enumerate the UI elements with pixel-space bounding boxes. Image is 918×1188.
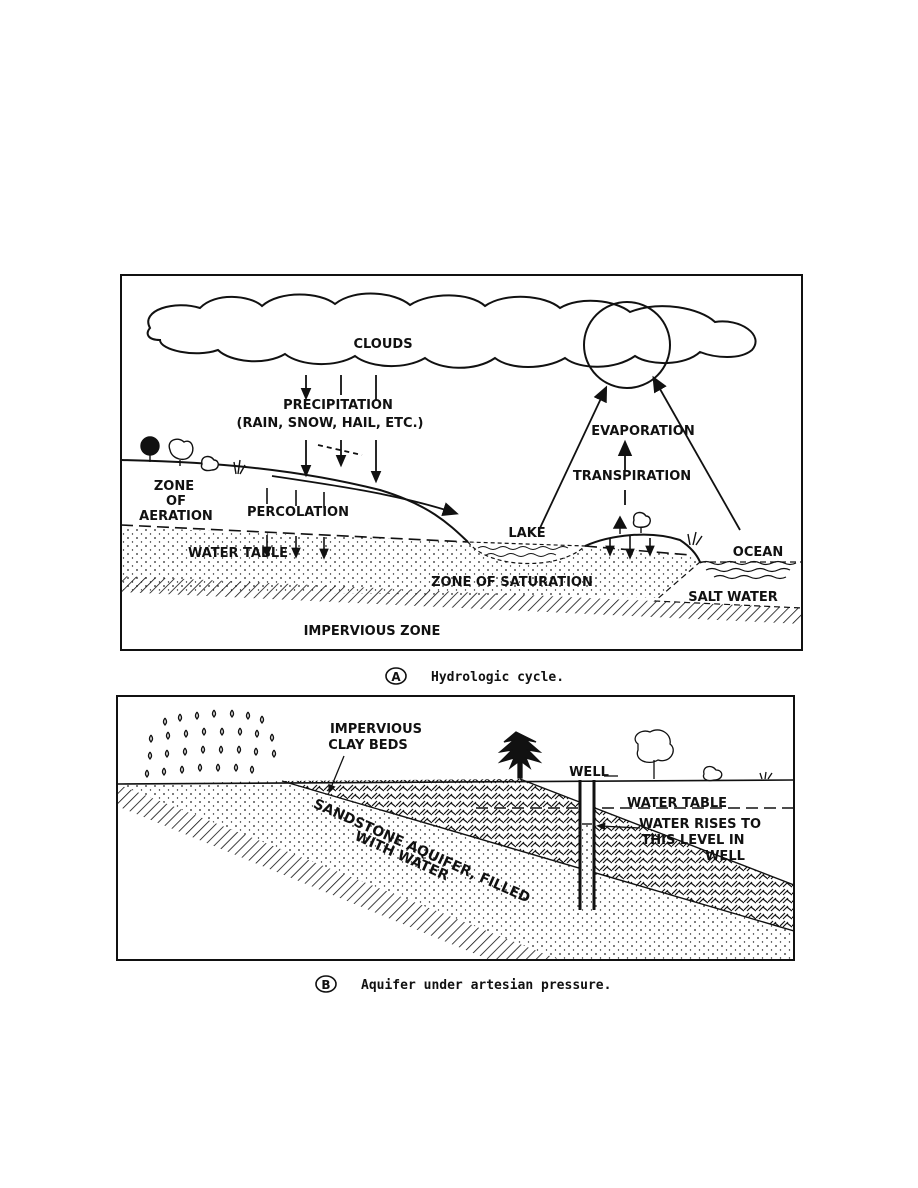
caption-b-text: Aquifer under artesian pressure.: [361, 978, 611, 993]
cloud: [146, 292, 757, 369]
label-impervious-clay-2: CLAY BEDS: [328, 738, 408, 753]
label-salt-water: SALT WATER: [688, 590, 778, 605]
caption-a: A Hydrologic cycle.: [385, 667, 564, 685]
trees-b: [497, 729, 773, 782]
zone-of-saturation-area: [121, 527, 802, 600]
trees-left: [140, 436, 246, 475]
caption-a-marker-circle: [385, 667, 407, 685]
label-zone-of-saturation: ZONE OF SATURATION: [431, 575, 593, 590]
label-water-rises-1: WATER RISES TO: [639, 817, 761, 832]
rain-drops: [144, 709, 277, 778]
water-table-line: [121, 524, 691, 556]
label-lake: LAKE: [508, 526, 545, 541]
water-level-pointer: [596, 822, 641, 831]
land-surface-line: [121, 459, 469, 543]
panel-a-hydrologic-cycle: CLOUDS PRECIPITATION (RAIN, SNOW, HAIL, …: [120, 274, 803, 685]
label-water-table: WATER TABLE: [188, 546, 288, 561]
caption-b-marker: B: [321, 978, 330, 992]
panel-a-frame: [120, 274, 803, 651]
label-water-rises-3: WELL: [705, 849, 745, 864]
sun: [583, 301, 671, 389]
lake-waves: [477, 546, 569, 557]
label-precipitation-detail: (RAIN, SNOW, HAIL, ETC.): [237, 416, 424, 431]
label-clouds: CLOUDS: [353, 337, 412, 352]
label-ocean: OCEAN: [733, 545, 783, 560]
ocean-waves: [699, 560, 797, 580]
impervious-band: [121, 576, 802, 624]
caption-b-marker-circle: [315, 975, 337, 993]
clay-pointer: [328, 755, 345, 794]
label-zone-of-aeration-1: ZONE: [154, 479, 194, 494]
ground-surface-line: [117, 779, 794, 785]
panel-b-frame: [116, 695, 795, 961]
caption-b: B Aquifer under artesian pressure.: [315, 975, 611, 993]
island-surface-line: [584, 533, 701, 563]
well: [578, 780, 596, 910]
label-precipitation: PRECIPITATION: [283, 398, 393, 413]
runoff-arrow: [271, 475, 459, 517]
evaporation-arrows: [539, 375, 741, 531]
label-zone-of-aeration-3: AERATION: [139, 509, 213, 524]
label-zone-of-aeration-2: OF: [166, 494, 186, 509]
panel-b-artesian-aquifer: IMPERVIOUS CLAY BEDS WELL WATER TABLE WA…: [116, 695, 795, 993]
label-percolation: PERCOLATION: [247, 505, 349, 520]
label-evaporation: EVAPORATION: [591, 424, 694, 439]
caption-a-text: Hydrologic cycle.: [431, 670, 564, 685]
label-impervious-zone: IMPERVIOUS ZONE: [304, 624, 441, 639]
sandstone-aquifer: [117, 781, 794, 960]
label-impervious-clay-1: IMPERVIOUS: [330, 722, 422, 737]
percolation-arrows: [262, 488, 655, 560]
label-transpiration: TRANSPIRATION: [573, 469, 691, 484]
precipitation-arrows: [300, 375, 382, 484]
label-water-rises-2: THIS LEVEL IN: [641, 833, 744, 848]
label-well: WELL: [569, 765, 609, 780]
lake-basin: [466, 541, 587, 565]
trees-island: [612, 511, 703, 546]
salt-water-wedge: [653, 561, 802, 609]
label-water-table-b: WATER TABLE: [627, 796, 727, 811]
caption-a-marker: A: [391, 670, 401, 684]
